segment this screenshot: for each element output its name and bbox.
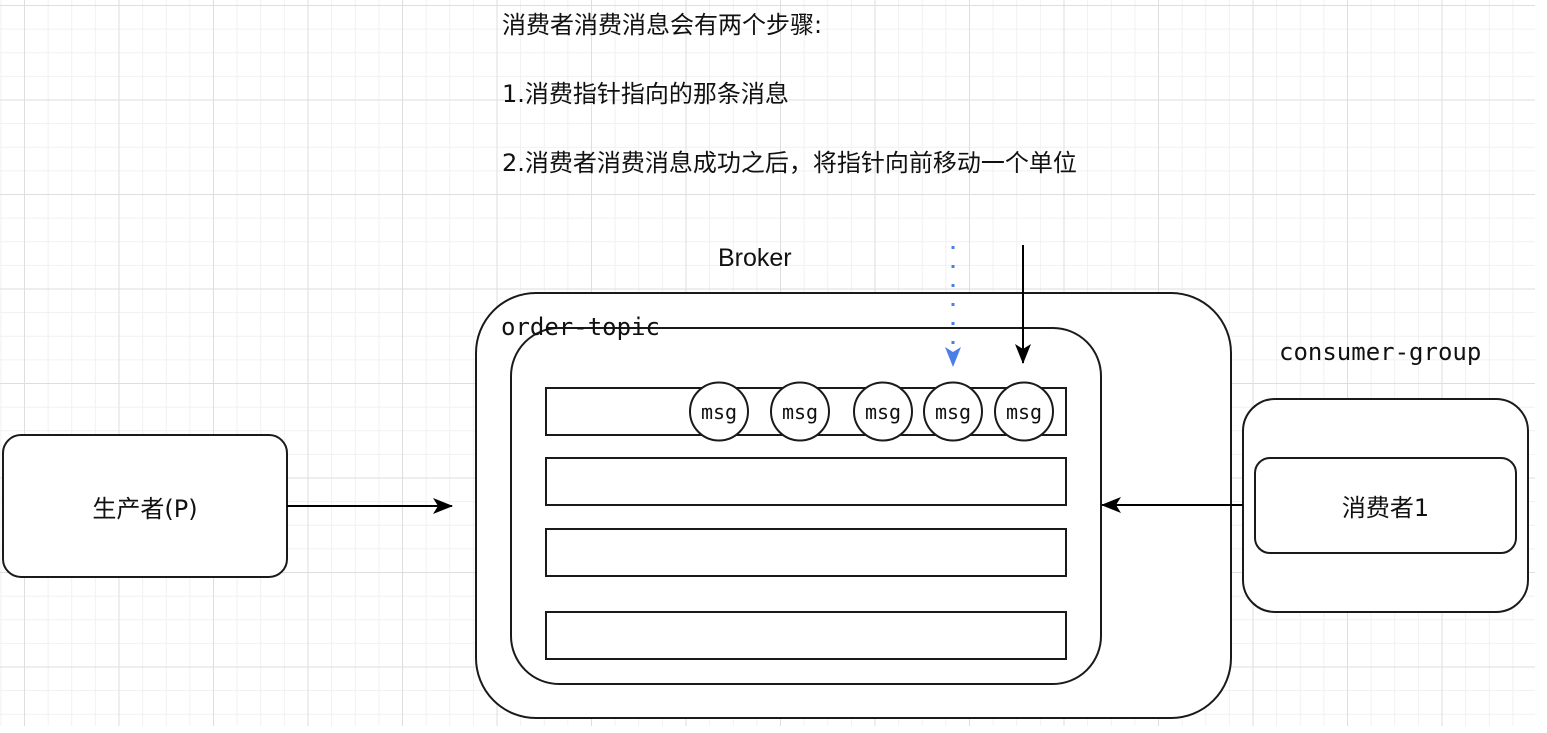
message-circle[interactable] [923, 381, 983, 442]
message-circle[interactable] [770, 381, 830, 442]
message-circle[interactable] [994, 381, 1054, 442]
broker-label: Broker [718, 244, 792, 272]
consumer-1-box[interactable] [1254, 457, 1517, 554]
message-label: msg [934, 399, 972, 424]
partitions-group [545, 381, 1067, 660]
consumer-1-label: 消费者1 [1341, 494, 1430, 522]
message-label: msg [781, 399, 819, 424]
message-label: msg [700, 399, 738, 424]
partition-2[interactable] [545, 457, 1067, 506]
notes-step-2: 2.消费者消费消息成功之后，将指针向前移动一个单位 [502, 149, 1077, 177]
consumer-group-label: consumer-group [1279, 338, 1482, 366]
message-label: msg [1005, 399, 1043, 424]
notes-step-1: 1.消费指针指向的那条消息 [502, 80, 789, 108]
notes-heading: 消费者消费消息会有两个步骤: [502, 11, 823, 39]
producer-label: 生产者(P) [92, 494, 198, 523]
message-circle[interactable] [689, 381, 749, 442]
partition-4[interactable] [545, 611, 1067, 660]
topic-label: order-topic [501, 313, 660, 341]
message-label: msg [864, 399, 902, 424]
message-circle[interactable] [853, 381, 913, 442]
partition-3[interactable] [545, 528, 1067, 577]
